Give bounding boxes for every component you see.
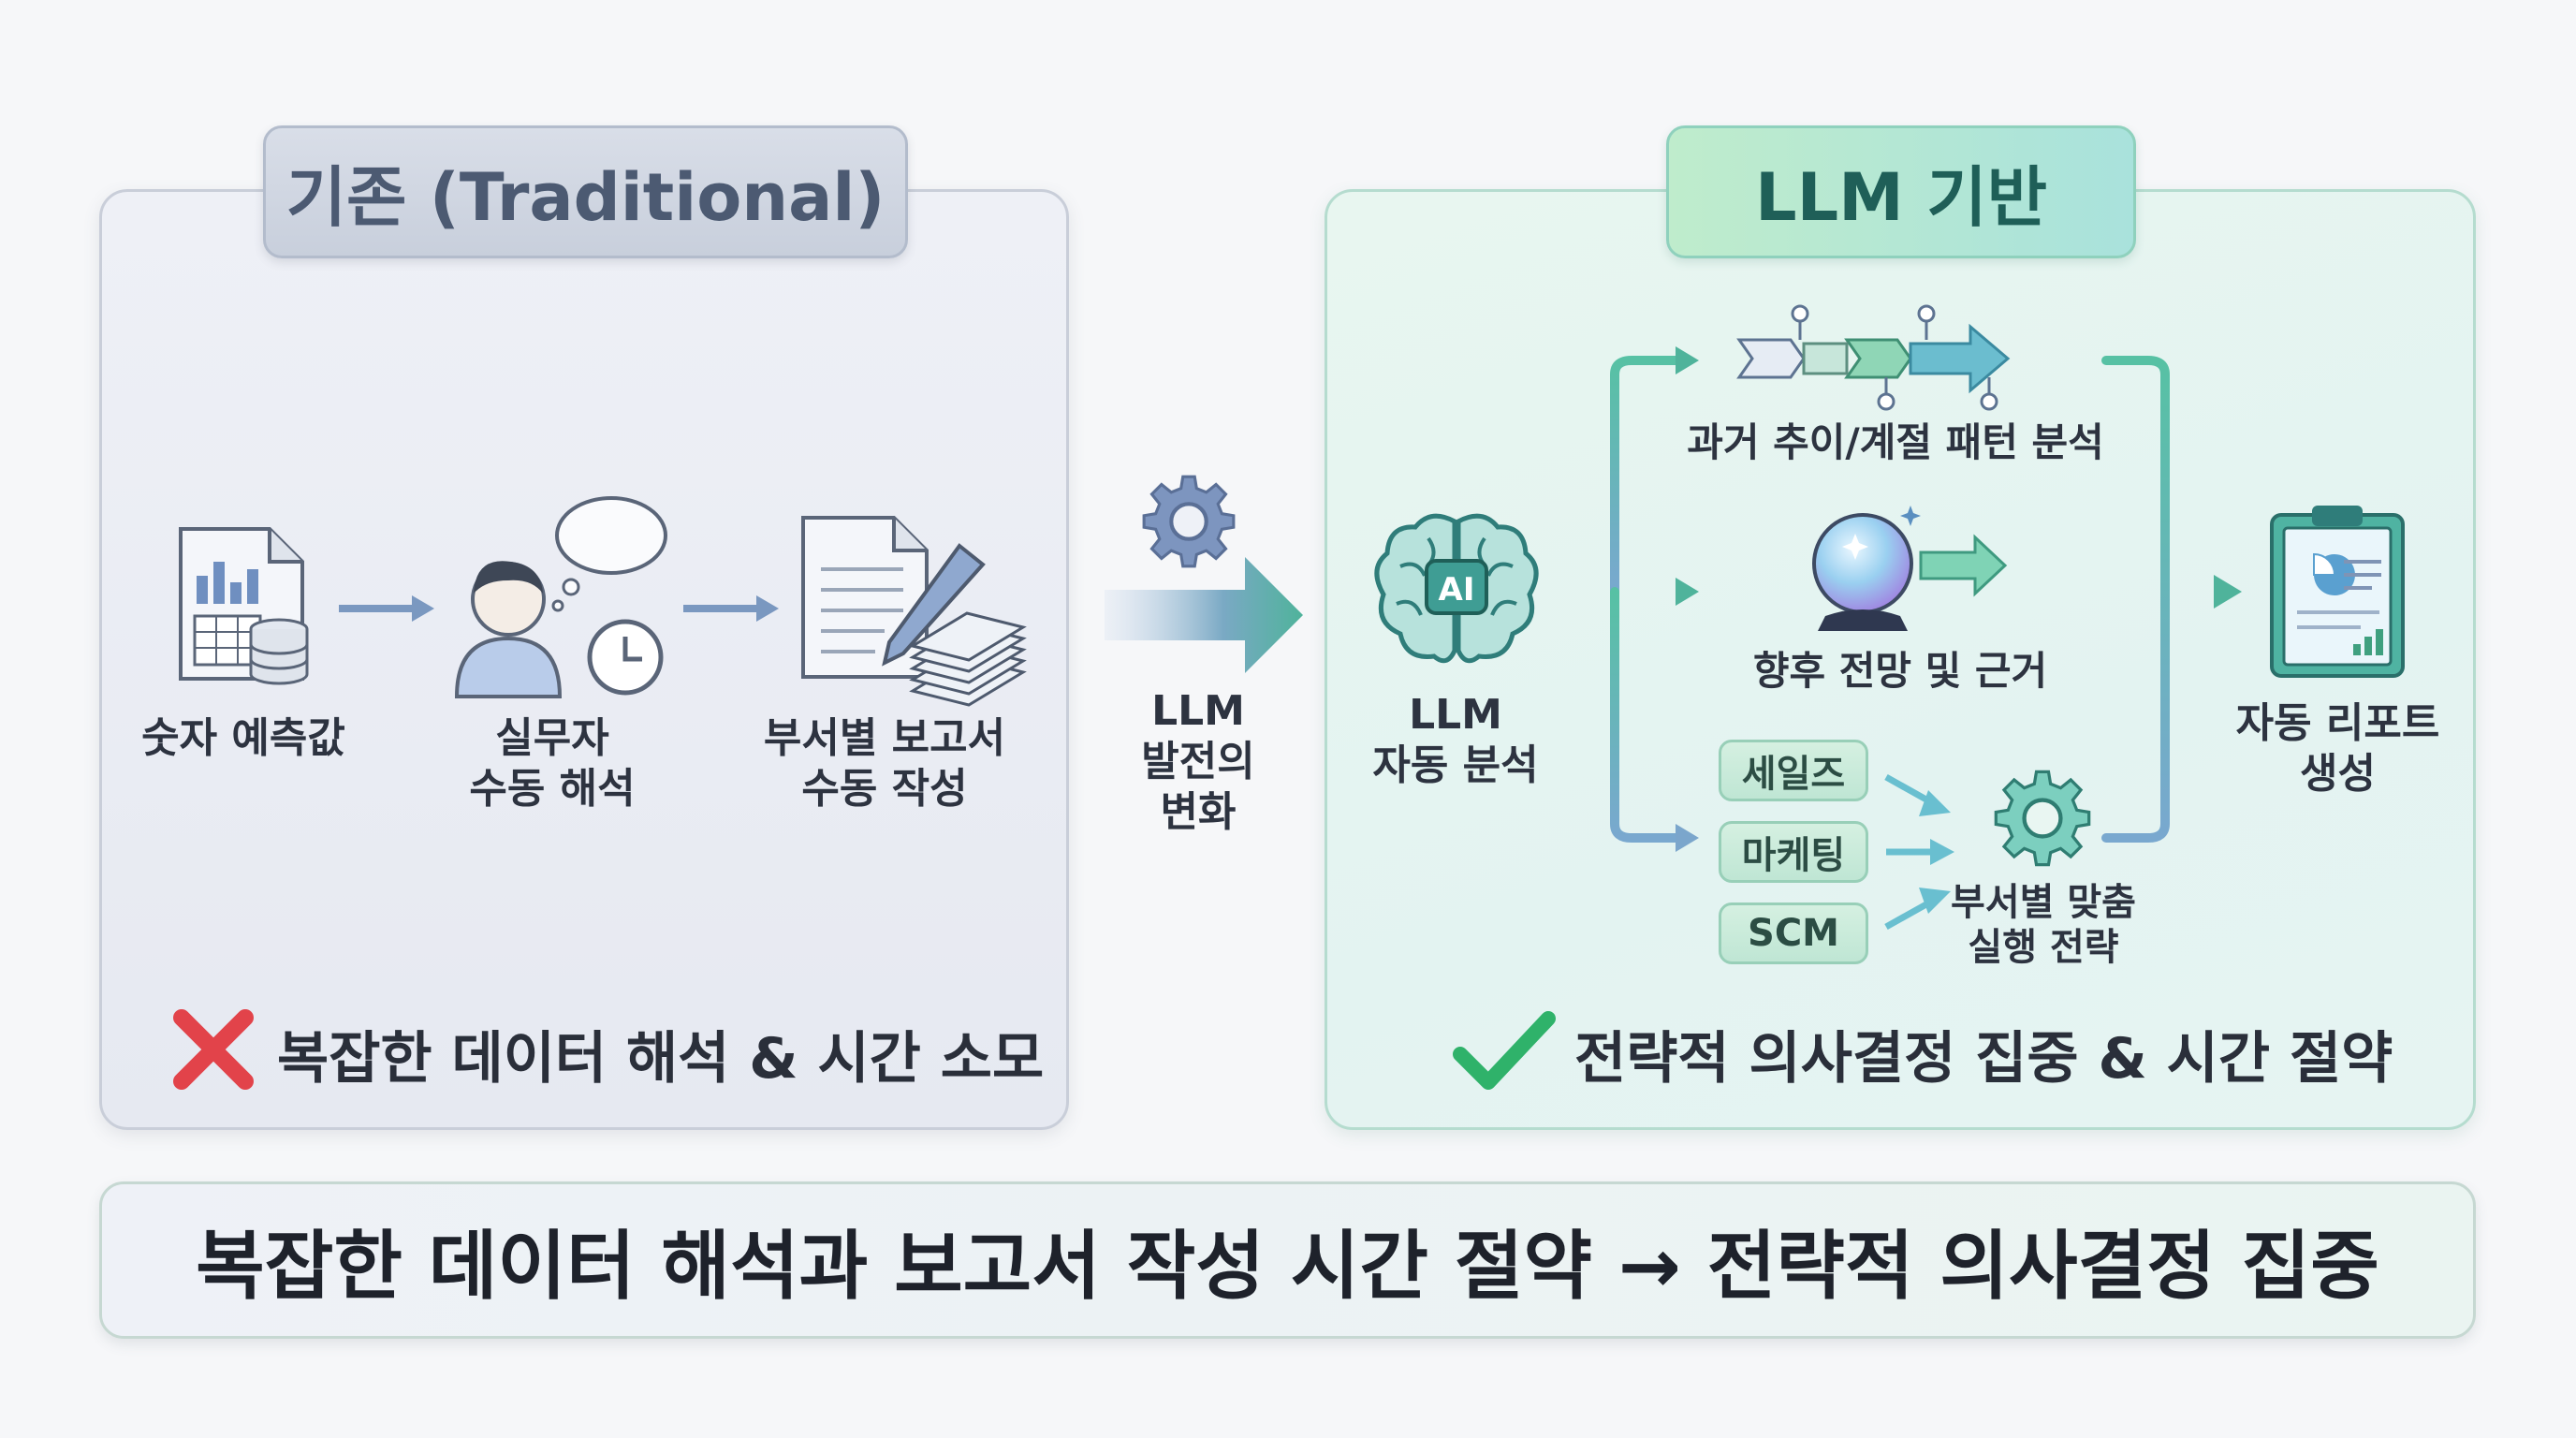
- spreadsheet-database-icon: [179, 527, 309, 685]
- llm-tab-title: LLM 기반: [1666, 125, 2136, 258]
- step-label-manual-report: 부서별 보고서 수동 작성: [763, 714, 1006, 813]
- gear-icon: [1142, 475, 1236, 568]
- flow-arrow: [339, 595, 434, 622]
- traditional-footer: 복잡한 데이터 해석 & 시간 소모: [277, 1026, 1045, 1092]
- timeline-arrows-icon: [1736, 304, 2011, 411]
- summary-banner: 복잡한 데이터 해석과 보고서 작성 시간 절약 → 전략적 의사결정 집중: [99, 1181, 2476, 1339]
- crystal-ball-icon: [1812, 506, 2008, 631]
- ai-brain-icon: AI: [1374, 513, 1539, 664]
- step-label-forecast: 숫자 예측값: [141, 714, 345, 762]
- output-label: 자동 리포트 생성: [2235, 699, 2440, 798]
- dept-arrows: [1884, 773, 1954, 931]
- llm-analysis-label: LLM 자동 분석: [1372, 691, 1539, 789]
- document-pen-stack-icon: [801, 516, 1027, 707]
- dept-pill-marketing: 마케팅: [1719, 821, 1868, 883]
- branch-connectors: [1554, 346, 2242, 852]
- branch-label-trend: 과거 추이/계절 패턴 분석: [1687, 419, 2104, 465]
- svg-text:AI: AI: [1439, 571, 1475, 609]
- thinking-person-clock-icon: [454, 496, 667, 698]
- dept-pill-sales: 세일즈: [1719, 740, 1868, 801]
- gear-icon: [1994, 770, 2091, 867]
- llm-footer: 전략적 의사결정 집중 & 시간 절약: [1574, 1026, 2393, 1092]
- traditional-tab-title: 기존 (Traditional): [263, 125, 908, 258]
- green-check-icon: [1453, 1011, 1556, 1090]
- flow-arrow: [683, 595, 779, 622]
- red-x-icon: [173, 1009, 254, 1090]
- dept-pill-scm: SCM: [1719, 902, 1868, 964]
- branch-label-strategy: 부서별 맞춤 실행 전략: [1951, 881, 2136, 969]
- transition-arrow: [1105, 557, 1303, 673]
- step-label-manual-interpretation: 실무자 수동 해석: [469, 714, 636, 813]
- transition-label: LLM 발전의 변화: [1141, 687, 1255, 836]
- clipboard-report-icon: [2270, 506, 2405, 678]
- branch-label-forecast: 향후 전망 및 근거: [1752, 648, 2048, 694]
